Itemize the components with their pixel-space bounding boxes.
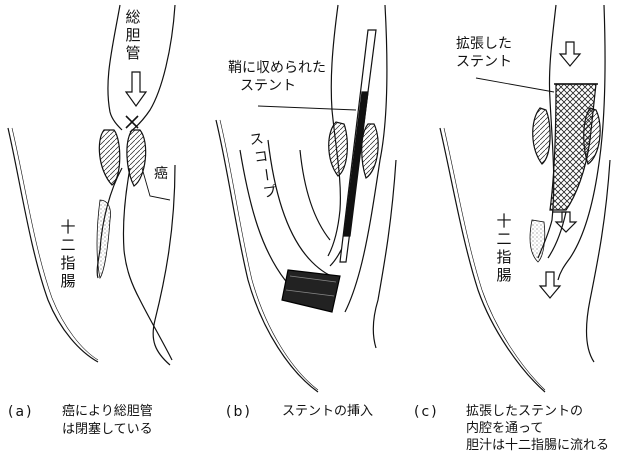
caption-c-line-3: 胆汁は十二指腸に流れる: [466, 438, 609, 454]
caption-a-id: (a): [8, 404, 34, 420]
caption-a-line-1: 癌により総胆管: [62, 404, 153, 420]
panel-a-tumor-right: [127, 130, 146, 186]
panel-c-papilla: [530, 220, 545, 262]
panel-c-label-stent-1: 拡張した: [456, 36, 512, 52]
panel-a-papilla: [97, 200, 111, 278]
caption-c-id: (c): [414, 404, 439, 420]
panel-c-label-duodenum-3: 指: [496, 248, 511, 266]
panel-b-label-stent-1: 鞘に収められた: [228, 60, 326, 76]
caption-b-line-1: ステントの挿入: [282, 404, 373, 420]
panel-a-label-cbd-2: 胆: [125, 26, 140, 44]
panel-c-labels: 拡張した ステント 十 二 指 腸: [456, 36, 512, 284]
panel-c-label-stent-2: ステント: [456, 54, 512, 70]
panel-c-tumor-left: [533, 108, 550, 164]
panel-c-arrow-mid: [556, 212, 576, 232]
panel-b-labels: 鞘に収められた ステント ス コ ー プ: [228, 60, 326, 202]
panel-b-label-stent-2: ステント: [240, 78, 296, 94]
panel-c-label-duodenum-4: 腸: [496, 266, 511, 284]
panel-b-tumor-left: [329, 122, 348, 176]
panel-a-label-cbd-1: 総: [125, 8, 140, 26]
panel-a-flow-arrow: [126, 72, 146, 106]
panel-b-label-scope-2: コ: [253, 148, 269, 166]
panel-b-scope-inner: [268, 140, 338, 278]
panel-a-duct-left-wall: [108, 5, 122, 130]
panel-b-tumor-right: [362, 124, 378, 178]
caption-a-line-2: は閉塞している: [62, 422, 153, 438]
panel-a-drawing: [8, 5, 175, 365]
panel-c-label-duodenum-1: 十: [496, 212, 511, 230]
caption-b-id: (b): [226, 404, 252, 420]
panel-a-blockage-x: [126, 116, 138, 128]
panel-a-label-cbd-3: 管: [125, 44, 140, 62]
panel-a-duodenum-wall: [8, 128, 98, 362]
caption-c-line-2: 内腔を通って: [466, 421, 543, 437]
panel-c-expanded-stent: [550, 84, 596, 210]
panel-c-label-duodenum-2: 二: [496, 230, 511, 248]
panel-c-arrow-bottom: [540, 272, 560, 298]
panel-a-label-duodenum-3: 指: [60, 254, 75, 272]
caption-c-line-1: 拡張したステントの: [466, 404, 583, 420]
panel-b-label-scope-3: ー: [257, 167, 275, 183]
panel-a-label-duodenum-1: 十: [60, 218, 75, 236]
panel-a-tumor-left: [99, 130, 119, 185]
panel-a-label-cancer: 癌: [154, 166, 168, 182]
panel-a-label-duodenum-2: 二: [60, 236, 75, 254]
panel-a-label-duodenum-4: 腸: [60, 272, 75, 290]
panel-b-label-scope-1: ス: [249, 131, 265, 149]
panel-b-label-scope-4: プ: [262, 184, 278, 202]
panel-c-arrow-top: [560, 42, 580, 66]
